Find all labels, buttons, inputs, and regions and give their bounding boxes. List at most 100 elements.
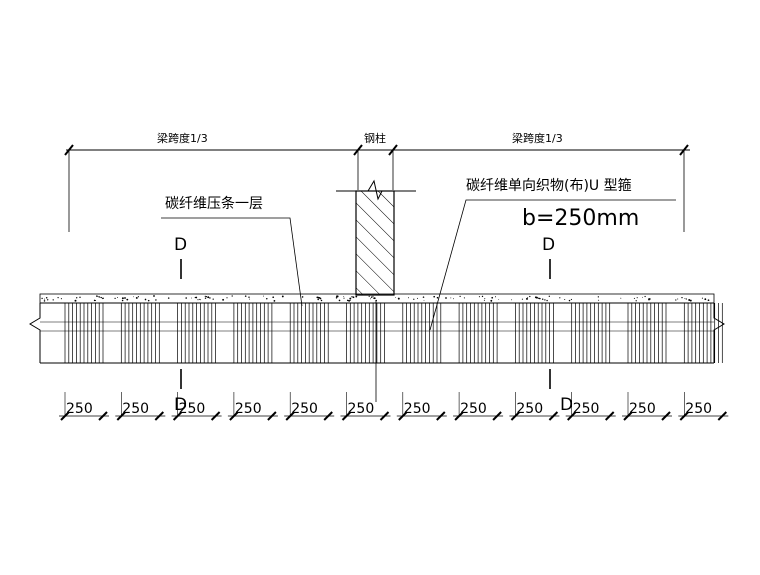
aggregate-dot <box>644 295 646 298</box>
strip-dimension: 250 <box>678 392 729 421</box>
aggregate-dot <box>338 299 341 302</box>
cfrp-strip <box>683 303 723 363</box>
aggregate-dot <box>343 296 345 297</box>
aggregate-dot <box>135 296 138 299</box>
aggregate-dot <box>636 297 638 299</box>
aggregate-dot <box>207 296 210 299</box>
aggregate-dot <box>99 296 101 298</box>
strip-width-label: 250 <box>629 401 656 417</box>
tick-mark <box>267 411 277 421</box>
strip-dimension: 250 <box>622 392 672 421</box>
tick-mark <box>379 411 390 421</box>
aggregate-dot <box>335 297 338 299</box>
aggregate-dot <box>707 299 710 302</box>
tick-mark <box>398 411 408 421</box>
tick-mark <box>285 411 295 421</box>
aggregate-dot <box>317 298 319 301</box>
aggregate-dot <box>539 297 541 300</box>
aggregate-dot <box>559 297 561 299</box>
strip-width-label: 250 <box>573 401 600 417</box>
cfrp-strip <box>458 303 498 363</box>
break-line-left <box>29 303 41 363</box>
aggregate-dot <box>635 300 637 302</box>
aggregate-dot <box>248 296 250 298</box>
aggregate-dot <box>195 296 198 299</box>
aggregate-dot <box>481 295 484 298</box>
strip-dimension: 250 <box>284 392 335 421</box>
cfrp-strip <box>177 303 216 363</box>
cfrp-strip <box>289 303 329 363</box>
strip-dimension: 250 <box>340 392 391 421</box>
aggregate-dot <box>351 296 353 298</box>
aggregate-dot <box>675 299 677 301</box>
aggregate-dot <box>450 297 452 299</box>
aggregate-dot <box>491 296 494 299</box>
cfrp-strip <box>64 303 104 363</box>
aggregate-dot <box>413 298 415 300</box>
aggregate-dot <box>681 296 683 299</box>
aggregate-dot <box>137 296 139 298</box>
strip-width-label: 250 <box>66 401 93 417</box>
aggregate-dot <box>416 297 419 299</box>
tick-mark <box>510 411 521 421</box>
tick-mark <box>341 411 352 421</box>
aggregate-dot <box>41 297 43 300</box>
aggregate-dot <box>536 296 538 299</box>
strip-width-label: 250 <box>235 401 262 417</box>
aggregate-dot <box>648 298 650 301</box>
slab-aggregate <box>41 295 710 302</box>
annotation-width: b=250mm <box>522 206 639 231</box>
aggregate-dot <box>191 297 193 299</box>
tick-mark <box>172 411 183 421</box>
aggregate-dot <box>598 299 600 301</box>
aggregate-dot <box>185 297 188 299</box>
aggregate-dot <box>273 300 276 302</box>
aggregate-dot <box>478 296 480 298</box>
aggregate-dot <box>688 299 691 301</box>
aggregate-dot <box>677 298 679 300</box>
aggregate-dot <box>546 299 548 302</box>
aggregate-dot <box>352 296 355 299</box>
aggregate-dot <box>370 298 372 300</box>
aggregate-dot <box>564 298 566 301</box>
aggregate-dot <box>459 295 461 298</box>
aggregate-dot <box>633 297 635 299</box>
aggregate-dot <box>445 297 447 299</box>
aggregate-dot <box>147 299 150 302</box>
annotations: 碳纤维压条一层 碳纤维单向织物(布)U 型箍 b=250mm <box>161 177 676 402</box>
tick-mark <box>661 411 671 421</box>
strip-width-label: 250 <box>685 401 712 417</box>
tick-mark <box>98 411 108 421</box>
aggregate-dot <box>43 300 46 302</box>
aggregate-dot <box>133 296 135 298</box>
strip-width-label: 250 <box>348 401 375 417</box>
aggregate-dot <box>144 298 147 301</box>
aggregate-dot <box>45 297 48 299</box>
aggregate-dot <box>395 297 397 299</box>
tick-mark <box>323 411 333 421</box>
aggregate-dot <box>281 295 284 298</box>
aggregate-dot <box>348 299 351 302</box>
strip-dimension: 250 <box>565 392 616 421</box>
tick-mark <box>679 144 689 156</box>
aggregate-dot <box>244 295 247 297</box>
strip-width-label: 250 <box>516 401 543 417</box>
aggregate-dot <box>194 296 196 299</box>
annotation-ustirrup: 碳纤维单向织物(布)U 型箍 <box>466 177 632 194</box>
aggregate-dot <box>336 295 338 298</box>
strip-dimension: 250 <box>453 392 504 421</box>
aggregate-dot <box>249 298 251 300</box>
cfrp-strip <box>515 303 554 363</box>
beam <box>29 293 725 364</box>
aggregate-dot <box>372 295 374 297</box>
aggregate-dot <box>527 297 529 299</box>
aggregate-dot <box>231 295 233 297</box>
strip-dimension: 250 <box>396 392 447 421</box>
aggregate-dot <box>74 299 77 302</box>
aggregate-dot <box>100 296 102 299</box>
strip-width-label: 250 <box>404 401 431 417</box>
aggregate-dot <box>94 300 96 302</box>
tick-mark <box>229 411 239 421</box>
